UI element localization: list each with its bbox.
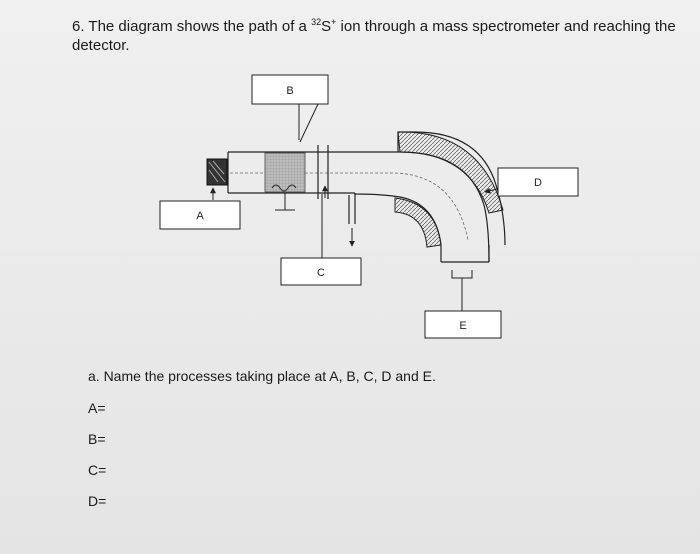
label-box-e <box>424 310 502 339</box>
question-text-line-1: 6. The diagram shows the path of a 32S+ … <box>72 13 676 36</box>
label-c: C <box>317 267 325 279</box>
isotope-mass-number: 32 <box>311 17 322 27</box>
magnetic-deflection-section <box>354 131 506 263</box>
label-e: E <box>459 320 466 332</box>
answer-line-d: D= <box>88 493 107 509</box>
label-b: B <box>286 85 293 97</box>
ion-charge: + <box>331 17 337 27</box>
ionisation-acceleration-tube <box>227 151 469 241</box>
ionisation-chamber <box>264 152 306 193</box>
question-text-before: The diagram shows the path of a <box>88 18 307 35</box>
question-text-after: ion through a mass spectrometer and reac… <box>340 18 676 35</box>
label-box-d <box>497 167 579 197</box>
label-a: A <box>196 210 204 222</box>
subquestion-text: a. Name the processes taking place at A,… <box>88 368 436 384</box>
question-number: 6. <box>72 18 85 35</box>
detector <box>451 270 473 279</box>
label-box-b <box>251 74 329 105</box>
answer-line-c: C= <box>88 462 107 478</box>
label-d: D <box>534 177 542 189</box>
answer-line-b: B= <box>88 431 106 447</box>
label-box-a <box>159 200 241 230</box>
ion-symbol: S <box>321 18 332 35</box>
answer-line-a: A= <box>88 400 106 416</box>
question-text-line-2: detector. <box>72 37 130 54</box>
label-box-c <box>280 257 362 286</box>
